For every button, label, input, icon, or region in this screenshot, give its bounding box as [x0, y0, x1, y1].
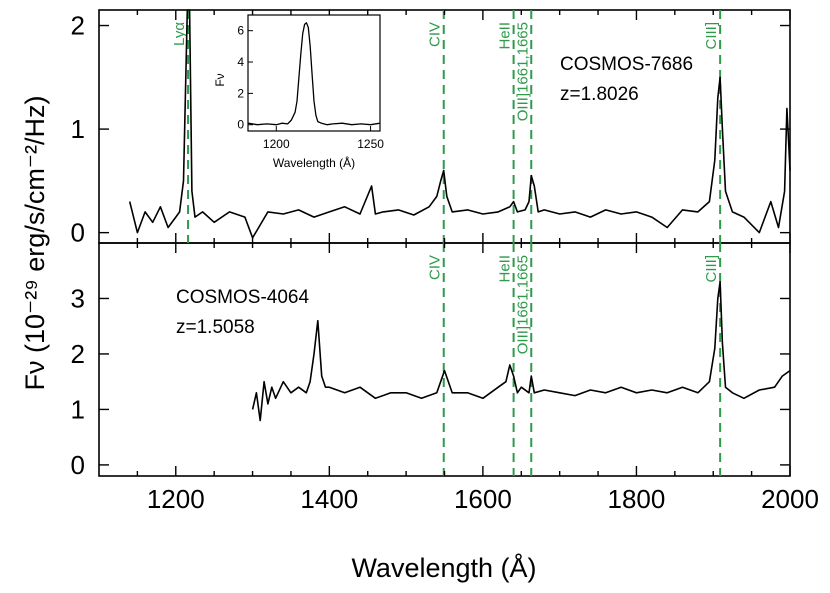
emission-label-top: CIV	[427, 22, 444, 47]
inset-y-axis-title: Fν	[213, 73, 227, 86]
emission-label-bottom: CIV	[427, 255, 444, 280]
y-tick-label-top: 2	[71, 11, 85, 41]
x-tick-label: 1200	[147, 484, 205, 514]
emission-label-top: OIII]1661,1665	[514, 22, 531, 121]
inset-content: 0 2 4 6 1200 1250	[237, 22, 384, 151]
emission-label-bottom: CIII]	[703, 255, 720, 283]
inset-plot: 0 2 4 6 1200 1250 Wavelength (Å) Fν	[213, 14, 384, 170]
y-tick-label-top: 0	[71, 218, 85, 248]
inset-x-tick-label: 1200	[263, 137, 290, 151]
bottom-object-name: COSMOS-4064	[176, 287, 309, 308]
spectrum-bottom	[251, 281, 791, 422]
x-tick-label: 1400	[300, 484, 358, 514]
inset-y-tick-label: 2	[237, 86, 244, 100]
emission-label-top: HeII	[497, 22, 514, 50]
top-object-name: COSMOS-7686	[560, 54, 693, 75]
emission-label-bottom: OIII]1661,1665	[514, 255, 531, 354]
x-tick-label: 1600	[454, 484, 512, 514]
bottom-object-redshift: z=1.5058	[176, 317, 255, 338]
inset-x-tick-label: 1250	[357, 137, 384, 151]
x-axis-title: Wavelength (Å)	[351, 552, 536, 583]
y-tick-label-bottom: 3	[71, 283, 85, 313]
inset-y-tick-label: 6	[237, 24, 244, 38]
spectra	[128, 9, 791, 422]
emission-label-top: Lyα	[171, 22, 188, 46]
inset-y-tick-label: 4	[237, 55, 244, 69]
axis-ticks: 0 1 2 0 1 2 3 1200 1400 1600 1800 2000	[71, 10, 819, 514]
y-tick-label-bottom: 1	[71, 394, 85, 424]
emission-label-top: CIII]	[703, 22, 720, 50]
emission-label-bottom: HeII	[497, 255, 514, 283]
spectrum-top	[128, 9, 791, 239]
inset-spectrum	[247, 22, 381, 126]
inset-x-axis-title: Wavelength (Å)	[273, 155, 355, 170]
inset-frame	[247, 14, 381, 132]
x-tick-label: 2000	[761, 484, 819, 514]
y-tick-label-top: 1	[71, 114, 85, 144]
x-tick-label: 1800	[608, 484, 666, 514]
y-tick-label-bottom: 0	[71, 450, 85, 480]
y-tick-label-bottom: 2	[71, 339, 85, 369]
top-object-redshift: z=1.8026	[560, 84, 639, 105]
inset-y-tick-label: 0	[237, 118, 244, 132]
y-axis-title: Fν (10⁻²⁹ erg/s/cm⁻²/Hz)	[20, 95, 50, 390]
